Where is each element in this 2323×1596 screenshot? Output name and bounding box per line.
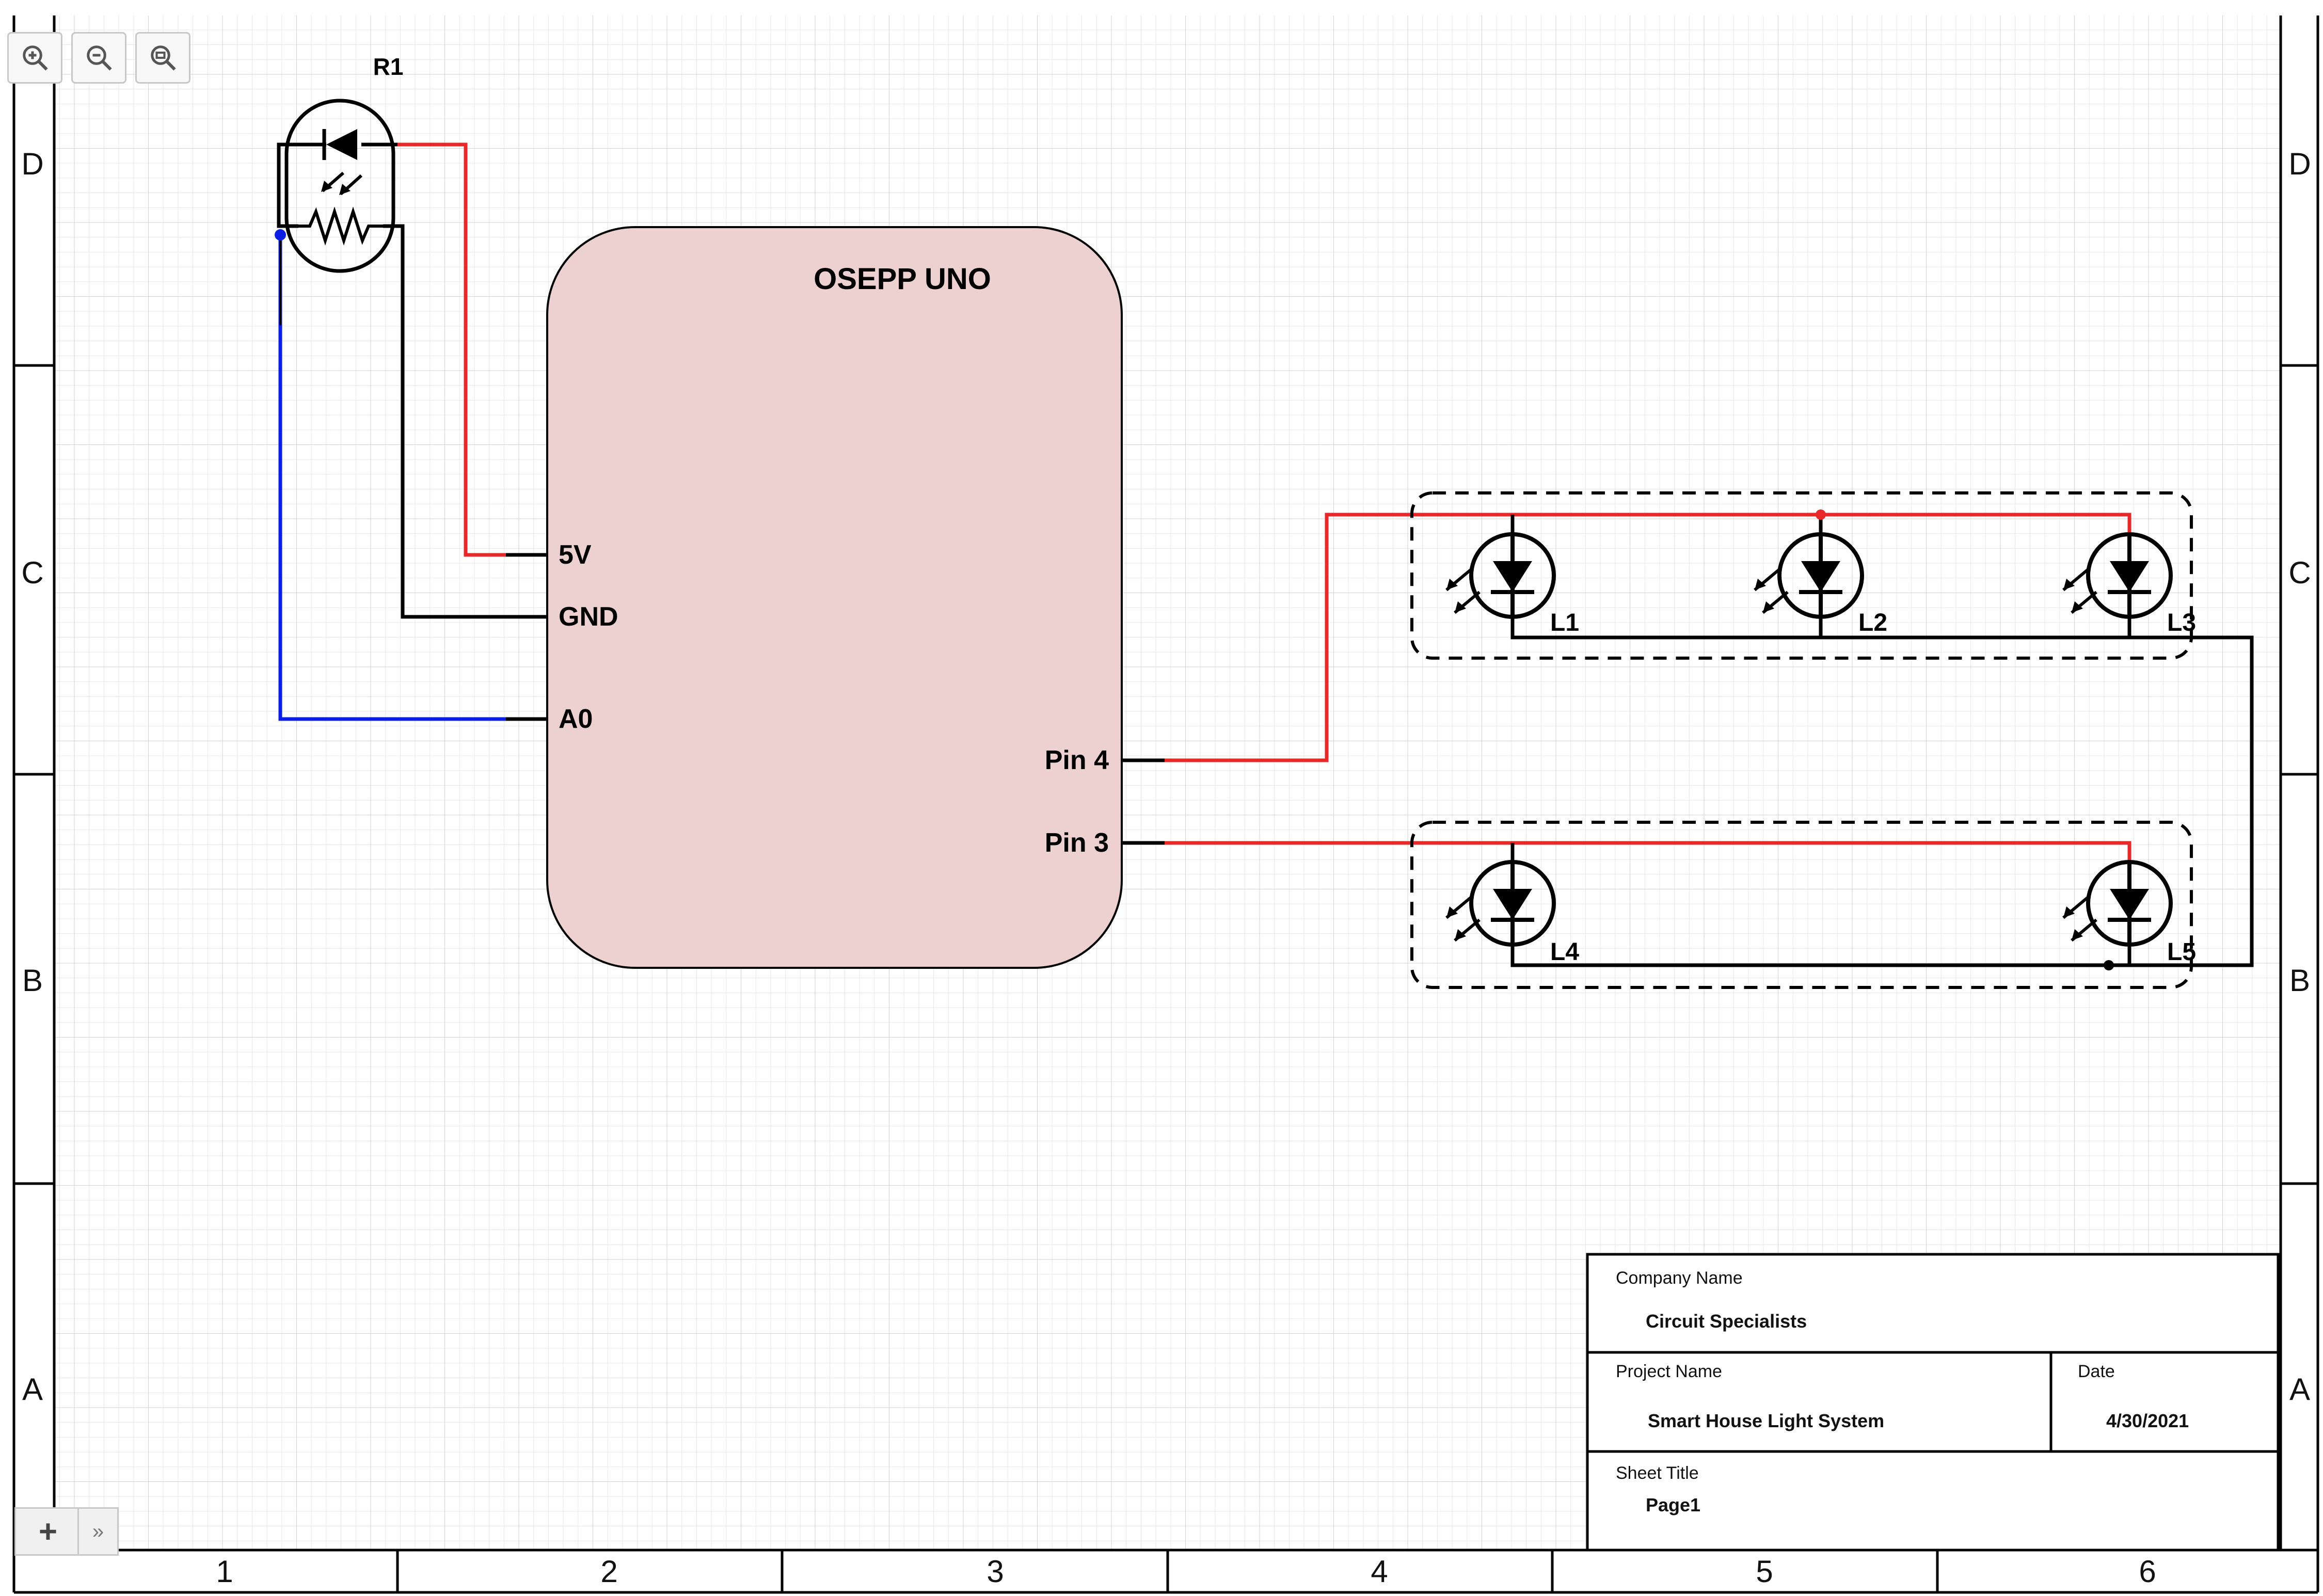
drawing-frame: [12, 15, 2319, 1594]
column-label: 5: [1756, 1554, 1773, 1589]
pin-label-5v: 5V: [559, 540, 592, 570]
zoom-in-icon: [22, 45, 48, 71]
junction-dot: [2104, 960, 2114, 970]
board-title: OSEPP UNO: [814, 262, 991, 296]
row-label-right: A: [2289, 1372, 2310, 1407]
pin-label-pin4: Pin 4: [1045, 745, 1109, 775]
led-group-bottom[interactable]: [1410, 821, 2193, 989]
company-name-value: Circuit Specialists: [1646, 1311, 1807, 1332]
zoom-in-button[interactable]: [7, 32, 62, 84]
sheet-title-label: Sheet Title: [1616, 1463, 1699, 1483]
column-label: 3: [987, 1554, 1004, 1589]
wire-led-return[interactable]: [1510, 617, 2254, 967]
company-name-label: Company Name: [1616, 1268, 1743, 1288]
column-label: 6: [2139, 1554, 2156, 1589]
pin-label-gnd: GND: [559, 602, 618, 632]
led-label: L2: [1858, 609, 1887, 636]
more-pages-button[interactable]: »: [77, 1507, 119, 1556]
project-name-label: Project Name: [1616, 1362, 1722, 1381]
column-label: 1: [216, 1554, 233, 1589]
zoom-reset-icon: [150, 45, 176, 71]
led-group-top[interactable]: [1410, 491, 2193, 660]
column-label: 4: [1371, 1554, 1388, 1589]
wire-5v[interactable]: [397, 142, 506, 557]
row-label-right: C: [2288, 555, 2311, 590]
title-block: [1586, 1253, 2280, 1552]
row-label-left: C: [21, 555, 43, 590]
pin-label-pin3: Pin 3: [1045, 828, 1109, 858]
double-chevron-icon: »: [92, 1520, 104, 1543]
row-label-left: A: [22, 1372, 43, 1407]
junction-dot: [275, 229, 286, 241]
sensor-r1[interactable]: [277, 99, 397, 273]
zoom-reset-button[interactable]: [135, 32, 190, 84]
sheet-title-value: Page1: [1646, 1494, 1700, 1515]
row-label-right: D: [2288, 147, 2311, 181]
project-name-value: Smart House Light System: [1648, 1410, 1884, 1431]
wire-a0[interactable]: [278, 235, 506, 721]
led-label: L4: [1550, 938, 1579, 966]
junction-dot: [1816, 509, 1826, 520]
row-label-left: D: [21, 147, 43, 181]
pin-label-a0: A0: [559, 704, 593, 734]
add-page-button[interactable]: +: [14, 1507, 82, 1556]
row-label-left: B: [22, 963, 43, 998]
led-label: L1: [1550, 609, 1579, 636]
row-label-right: B: [2289, 963, 2310, 998]
sensor-ref-label: R1: [373, 53, 404, 80]
zoom-out-button[interactable]: [71, 32, 126, 84]
led-label: L3: [2167, 609, 2196, 636]
date-label: Date: [2078, 1362, 2115, 1381]
plus-icon: +: [38, 1513, 58, 1550]
wire-pin4[interactable]: [1165, 513, 2131, 762]
wire-pin3[interactable]: [1165, 841, 2131, 862]
column-label: 2: [600, 1554, 617, 1589]
arduino-board[interactable]: [546, 226, 1123, 969]
zoom-out-icon: [86, 45, 112, 71]
led-label: L5: [2167, 938, 2196, 966]
date-value: 4/30/2021: [2106, 1410, 2189, 1431]
